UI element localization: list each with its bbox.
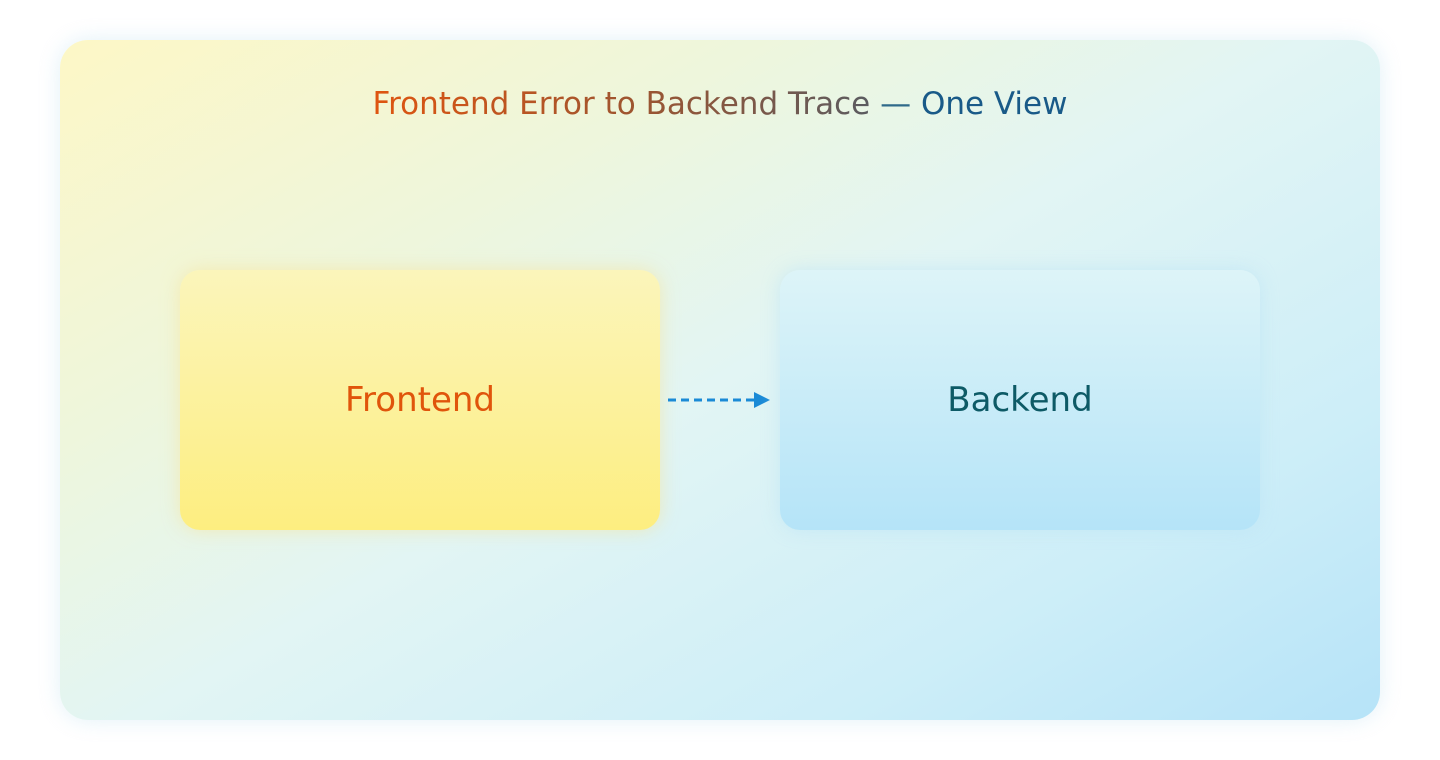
- title-accent-text: One View: [920, 86, 1068, 122]
- arrowhead-icon: [754, 392, 770, 408]
- backend-node: Backend: [780, 270, 1260, 530]
- diagram-canvas: Frontend Error to Backend Trace — One Vi…: [60, 40, 1380, 720]
- title-main-text: Frontend Error to Backend Trace: [372, 86, 871, 122]
- frontend-node-label: Frontend: [344, 380, 496, 420]
- frontend-node: Frontend: [180, 270, 660, 530]
- backend-node-label: Backend: [947, 380, 1093, 420]
- diagram-title: Frontend Error to Backend Trace — One Vi…: [60, 86, 1380, 122]
- frontend-to-backend-arrow: [668, 392, 770, 408]
- title-separator: —: [880, 86, 912, 122]
